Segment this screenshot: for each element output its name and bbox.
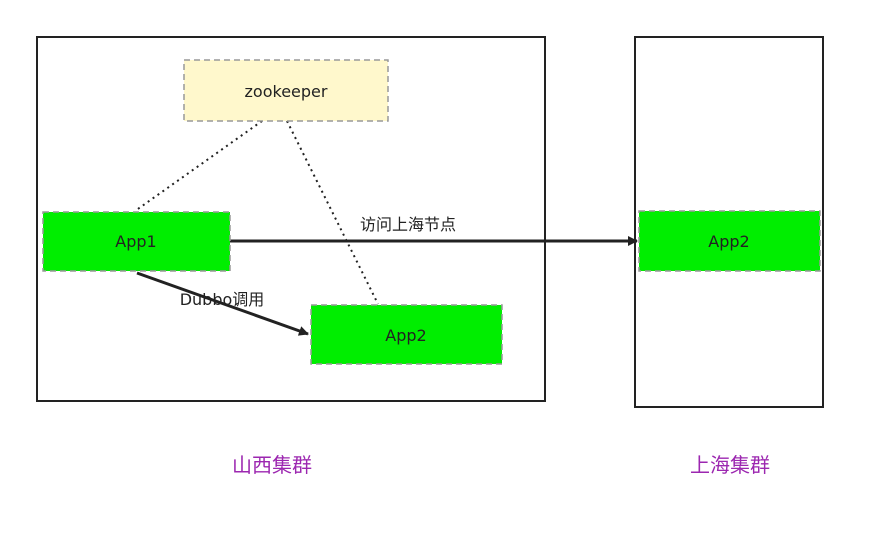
app1-label: App1 [115, 232, 156, 251]
app2-remote-node[interactable]: App2 [638, 210, 821, 272]
zookeeper-app1-link [134, 120, 263, 212]
zookeeper-app2-link [286, 120, 379, 305]
dubbo-call-arrow [136, 271, 309, 336]
app1-node[interactable]: App1 [42, 211, 231, 272]
shanxi-cluster-box[interactable] [36, 36, 546, 402]
zookeeper-label: zookeeper [245, 82, 328, 101]
visit-shanghai-label: 访问上海节点 [360, 215, 456, 234]
app2-remote-label: App2 [708, 232, 749, 251]
dubbo-call-label: Dubbo调用 [180, 290, 265, 309]
shanghai-cluster-label: 上海集群 [690, 453, 770, 477]
zookeeper-node[interactable]: zookeeper [183, 59, 389, 122]
app2-local-node[interactable]: App2 [310, 304, 503, 365]
app2-local-label: App2 [385, 326, 426, 345]
shanghai-cluster-box[interactable] [634, 36, 824, 408]
shanxi-cluster-label: 山西集群 [232, 453, 312, 477]
